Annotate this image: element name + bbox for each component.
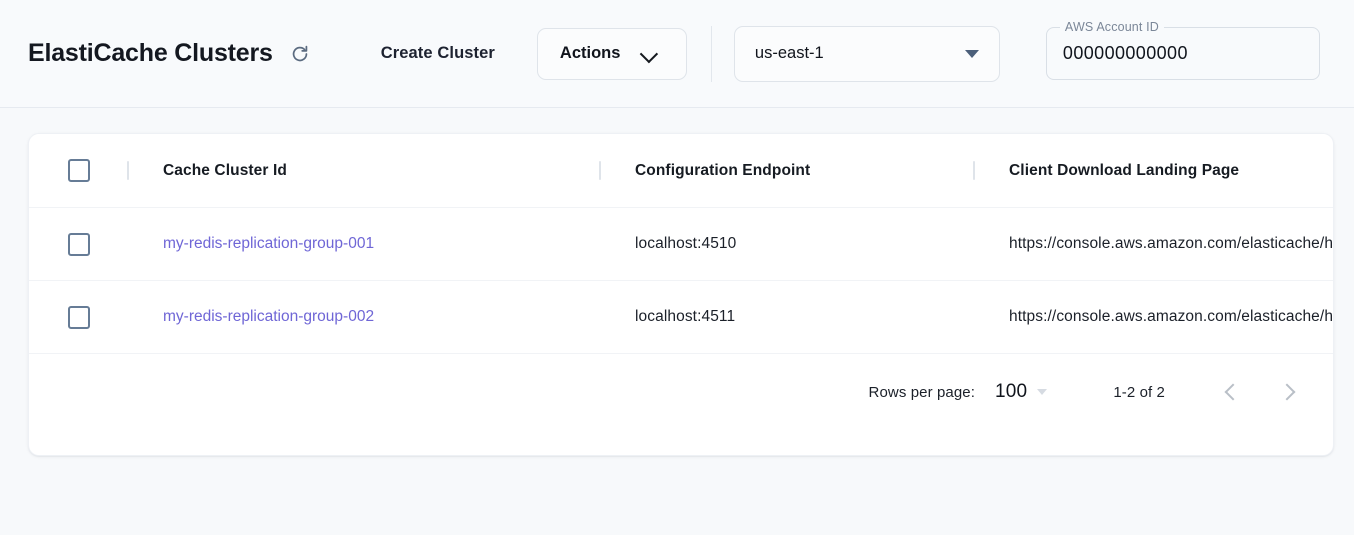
triangle-down-icon	[964, 49, 979, 58]
table-row[interactable]: my-redis-replication-group-001 localhost…	[29, 207, 1333, 280]
actions-button-label: Actions	[559, 44, 621, 62]
chevron-right-icon	[1278, 383, 1296, 401]
column-header-configuration-endpoint: Configuration Endpoint	[635, 161, 811, 179]
select-all-checkbox[interactable]	[68, 159, 90, 182]
row-select-cell	[29, 232, 127, 256]
chevron-down-icon	[640, 49, 655, 58]
row-spacer	[973, 308, 975, 327]
next-page-button[interactable]	[1267, 370, 1311, 414]
refresh-button[interactable]	[283, 37, 317, 71]
row-select-cell	[29, 305, 127, 329]
aws-account-id-value: 000000000000	[1062, 43, 1188, 63]
triangle-down-icon	[1037, 389, 1048, 395]
row-spacer	[599, 235, 601, 254]
column-header-client-download-landing-page: Client Download Landing Page	[1009, 161, 1240, 179]
region-select-value: us-east-1	[754, 44, 824, 62]
column-divider	[599, 161, 601, 180]
cell-configuration-endpoint: localhost:4511	[635, 308, 736, 325]
row-spacer	[127, 308, 129, 327]
chevron-left-icon	[1224, 383, 1242, 401]
refresh-icon	[289, 43, 311, 65]
cell-cache-cluster-id: my-redis-replication-group-002	[163, 308, 599, 326]
row-spacer	[973, 235, 975, 254]
table-pagination: Rows per page: 100 1-2 of 2	[29, 353, 1333, 430]
table-header-row: Cache Cluster Id Configuration Endpoint …	[29, 134, 1333, 207]
cell-configuration-endpoint: localhost:4510	[635, 235, 737, 252]
aws-account-id-label: AWS Account ID	[1059, 20, 1164, 34]
cell-client-download-landing-page: https://console.aws.amazon.com/elasticac…	[1009, 235, 1333, 252]
previous-page-button[interactable]	[1209, 370, 1253, 414]
select-all-cell	[29, 159, 127, 182]
actions-button[interactable]: Actions	[536, 27, 687, 80]
column-divider	[127, 161, 129, 180]
row-spacer	[127, 235, 129, 254]
column-header-cache-cluster-id: Cache Cluster Id	[163, 161, 287, 179]
page-title: ElastiCache Clusters	[28, 39, 273, 67]
create-cluster-button[interactable]: Create Cluster	[373, 34, 503, 73]
pagination-range: 1-2 of 2	[1113, 383, 1165, 401]
table-row[interactable]: my-redis-replication-group-002 localhost…	[29, 280, 1333, 353]
aws-account-id-field[interactable]: AWS Account ID 000000000000	[1045, 20, 1320, 80]
cluster-id-link[interactable]: my-redis-replication-group-001	[163, 235, 375, 252]
rows-per-page-select[interactable]: 100	[995, 381, 1048, 403]
row-checkbox[interactable]	[68, 232, 90, 256]
clusters-table-card: Cache Cluster Id Configuration Endpoint …	[28, 133, 1334, 456]
row-spacer	[599, 308, 601, 327]
row-checkbox[interactable]	[68, 305, 90, 329]
toolbar-divider	[710, 25, 712, 82]
app-header: ElastiCache Clusters Create Cluster Acti…	[0, 0, 1354, 108]
rows-per-page-value: 100	[995, 381, 1028, 402]
cluster-id-link[interactable]: my-redis-replication-group-002	[163, 308, 375, 325]
region-select[interactable]: us-east-1	[733, 25, 1000, 82]
column-divider	[973, 161, 975, 180]
cell-cache-cluster-id: my-redis-replication-group-001	[163, 235, 599, 253]
rows-per-page-label: Rows per page:	[868, 383, 976, 401]
cell-client-download-landing-page: https://console.aws.amazon.com/elasticac…	[1009, 308, 1333, 325]
